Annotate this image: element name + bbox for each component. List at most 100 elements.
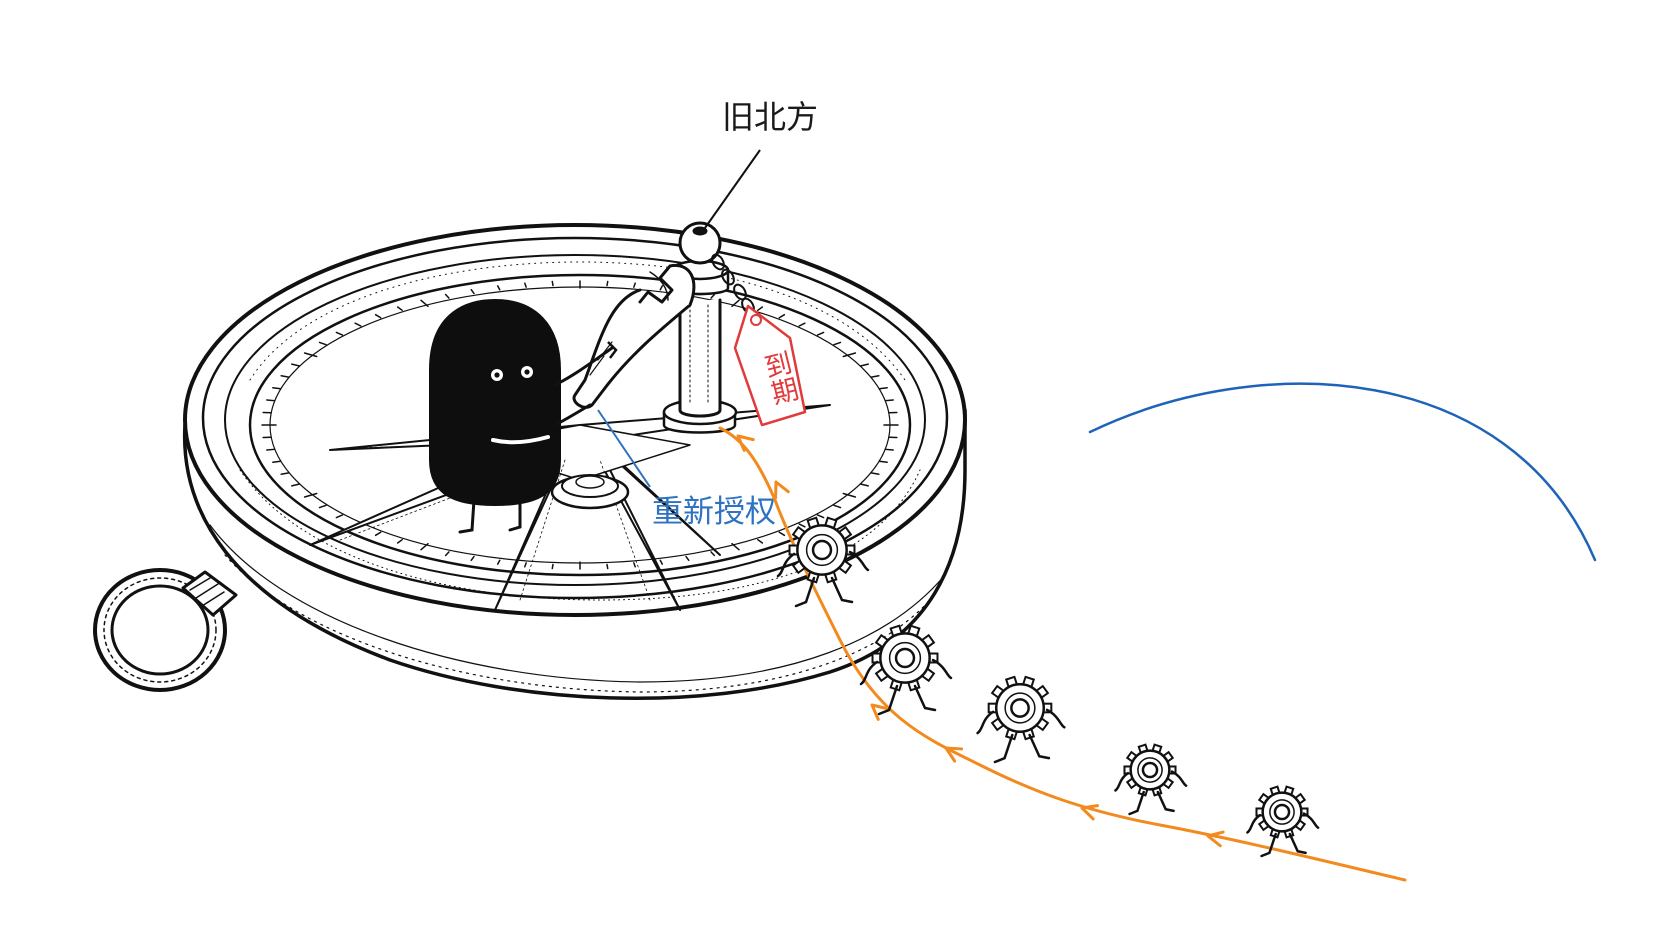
gear-hole	[894, 647, 916, 669]
orange-arrowhead	[774, 480, 790, 500]
compass-pivot	[550, 474, 630, 510]
compass-tick	[551, 280, 554, 287]
gear-hole	[811, 539, 833, 561]
compass-tick	[757, 306, 764, 312]
gear-limb	[1156, 790, 1175, 813]
compass-tick	[860, 363, 869, 367]
compass-tick	[659, 285, 664, 291]
reauthorize-label: 重新授权	[652, 494, 776, 530]
compass-lug	[181, 570, 238, 617]
gear-inner-ring	[805, 533, 839, 567]
compass-tick	[266, 448, 276, 451]
compass-tick	[266, 399, 276, 402]
gear-limb	[1028, 733, 1051, 760]
old-north-label: 旧北方	[722, 98, 818, 136]
compass-tick	[731, 299, 740, 308]
compass-tick	[884, 399, 894, 402]
compass-tick	[878, 460, 888, 464]
compass-tick	[272, 386, 282, 390]
gear-limb	[931, 658, 953, 680]
compass-tick	[318, 504, 327, 509]
compass-ring	[93, 568, 227, 692]
compass-tick	[685, 555, 690, 562]
compass-tick	[833, 341, 842, 346]
orange-path-arrows	[736, 434, 1225, 848]
compass-tick	[842, 352, 857, 358]
gear-limb	[993, 733, 1014, 764]
gear-inner-ring	[1137, 757, 1163, 783]
gear-icon	[776, 516, 870, 608]
gear-limb	[830, 576, 854, 604]
compass-tick	[291, 363, 300, 367]
gear-limb	[1260, 832, 1277, 858]
compass-tick	[778, 313, 786, 319]
gear-inner-ring	[1269, 799, 1295, 825]
compass-tick	[710, 293, 716, 299]
compass-tick	[798, 523, 806, 528]
compass-tick	[842, 492, 857, 498]
gear-hole	[1141, 761, 1159, 779]
compass-tick	[798, 322, 806, 327]
compass-tick	[860, 483, 869, 487]
compass-tick	[396, 538, 403, 544]
compass-tick	[878, 386, 888, 390]
gear-limb	[1246, 813, 1262, 834]
compass-tick	[303, 492, 318, 498]
orange-arrowhead	[944, 746, 964, 763]
old-north-callout: 旧北方	[699, 98, 818, 236]
compass-tick	[272, 460, 282, 464]
compass-tick	[318, 341, 327, 346]
gear-limb	[1114, 771, 1130, 792]
orange-path	[718, 426, 1407, 882]
gear-limb	[848, 550, 870, 572]
compass-tick	[778, 531, 786, 537]
compass-tick	[884, 448, 894, 451]
compass-tick	[524, 282, 527, 288]
gear-limb	[877, 684, 899, 716]
compass-tick	[291, 483, 300, 487]
compass-tick	[757, 538, 764, 544]
compass-tick	[633, 282, 636, 288]
compass-tick	[496, 559, 501, 565]
gear-limb	[1128, 790, 1145, 816]
compass-tick	[354, 322, 362, 327]
gear-limb	[794, 576, 816, 608]
gear-walkers	[776, 516, 1320, 858]
orange-arrowhead	[1206, 830, 1225, 848]
gear-limb	[1170, 770, 1188, 787]
compass-tick	[816, 331, 825, 336]
compass-tick	[731, 542, 740, 551]
compass-tick	[470, 288, 475, 295]
compass-tick	[470, 555, 475, 562]
gear-icon	[1246, 785, 1320, 858]
orange-arrowhead	[736, 434, 755, 452]
compass-tick	[335, 331, 344, 336]
compass-tick	[444, 293, 450, 299]
gear-inner-ring	[1004, 692, 1036, 724]
compass-tick	[496, 285, 501, 291]
gear-icon	[976, 675, 1066, 764]
gear-limb	[859, 660, 879, 686]
gear-limb	[1302, 812, 1320, 829]
orange-arrowhead	[870, 703, 889, 721]
compass-tick	[420, 299, 429, 308]
gear-hole	[1010, 698, 1030, 718]
compass-tick	[816, 514, 825, 519]
black-blob-character	[429, 298, 618, 534]
compass-tick	[420, 542, 429, 551]
gear-limb	[776, 552, 796, 578]
compass-tick	[659, 559, 664, 565]
compass-tick	[606, 563, 609, 570]
gear-limb	[1288, 832, 1307, 855]
tag-icon: 到期	[733, 304, 807, 427]
compass-tick	[870, 472, 880, 476]
gear-limb	[1045, 708, 1066, 729]
compass-tick	[524, 562, 527, 568]
compass-tick	[633, 562, 636, 568]
gear-icon	[1114, 743, 1188, 816]
compass-tick	[833, 504, 842, 509]
compass-tick	[551, 563, 554, 570]
compass-tick	[303, 352, 318, 358]
compass-tick	[374, 531, 382, 537]
gear-hole	[1273, 803, 1291, 821]
